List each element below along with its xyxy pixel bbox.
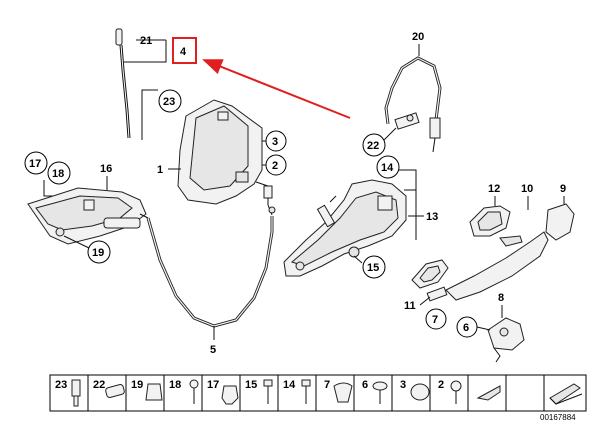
callout-7: 7 xyxy=(432,314,438,326)
leader-15 xyxy=(353,255,363,264)
red-pointer-arrow xyxy=(202,59,351,119)
callout-14: 14 xyxy=(381,162,394,174)
legend-item-15: 15 xyxy=(245,379,257,391)
callout-21: 21 xyxy=(140,35,152,47)
callout-14-badge xyxy=(376,155,400,179)
callout-2: 2 xyxy=(272,160,278,172)
part-1-door-lock xyxy=(177,99,269,205)
legend-item-19: 19 xyxy=(131,379,143,391)
leader-23 xyxy=(141,89,158,140)
part-5-bowden-cable xyxy=(146,185,276,328)
callout-8: 8 xyxy=(498,292,504,304)
part-21-rod xyxy=(115,28,131,139)
callout-5: 5 xyxy=(210,344,216,356)
callout-13: 13 xyxy=(426,211,438,223)
callout-22-badge xyxy=(362,133,386,157)
legend-item-14: 14 xyxy=(283,379,296,391)
callout-15: 15 xyxy=(367,262,379,274)
legend-item-3: 3 xyxy=(400,379,406,391)
legend-item-2: 2 xyxy=(438,379,444,391)
callout-3: 3 xyxy=(272,136,278,148)
legend-item-7: 7 xyxy=(324,379,330,391)
leader-19 xyxy=(63,235,90,249)
highlight-box-4 xyxy=(172,37,197,64)
legend-item-23: 23 xyxy=(55,379,67,391)
leader-3-2 xyxy=(262,140,266,166)
callout-22: 22 xyxy=(367,140,379,152)
part-20-cable xyxy=(384,56,442,153)
part-12-gasket xyxy=(469,205,511,237)
legend-item-6: 6 xyxy=(362,379,368,391)
callout-12: 12 xyxy=(488,183,500,195)
callout-18-badge xyxy=(47,161,71,185)
callout-9: 9 xyxy=(560,183,566,195)
callout-23: 23 xyxy=(163,96,175,108)
part-16-handle-carrier xyxy=(27,187,149,245)
leader-11 xyxy=(419,296,431,306)
callout-16: 16 xyxy=(100,163,112,175)
legend-item-18: 18 xyxy=(169,379,181,391)
part-9-cap xyxy=(545,203,575,241)
legend-item-22: 22 xyxy=(93,379,105,391)
callout-1: 1 xyxy=(157,164,163,176)
legend-item-17: 17 xyxy=(207,379,219,391)
callout-11: 11 xyxy=(404,300,416,312)
leader-13-14 xyxy=(399,169,417,240)
diagram-code: 00167884 xyxy=(540,413,576,422)
leader-22 xyxy=(383,127,397,141)
leader-6 xyxy=(476,326,491,331)
leader-21 xyxy=(124,39,167,63)
part-13-handle-bracket xyxy=(283,179,407,277)
part-11-seal xyxy=(411,259,449,302)
callout-4: 4 xyxy=(180,46,187,58)
callout-6: 6 xyxy=(463,322,469,334)
callout-17: 17 xyxy=(29,158,41,170)
callout-18: 18 xyxy=(52,168,64,180)
callout-19: 19 xyxy=(92,247,104,259)
part-8-plate xyxy=(487,317,525,363)
legend-strip: 23 22 19 18 17 15 14 7 6 3 2 xyxy=(49,374,587,412)
callout-15-badge xyxy=(362,255,386,279)
callout-17-badge xyxy=(24,151,48,175)
callout-10: 10 xyxy=(521,183,533,195)
callout-19-badge xyxy=(87,240,111,264)
callout-23-badge xyxy=(158,89,182,113)
part-10-outer-handle xyxy=(445,231,549,301)
callout-7-badge xyxy=(425,308,447,330)
callout-20: 20 xyxy=(412,31,424,43)
